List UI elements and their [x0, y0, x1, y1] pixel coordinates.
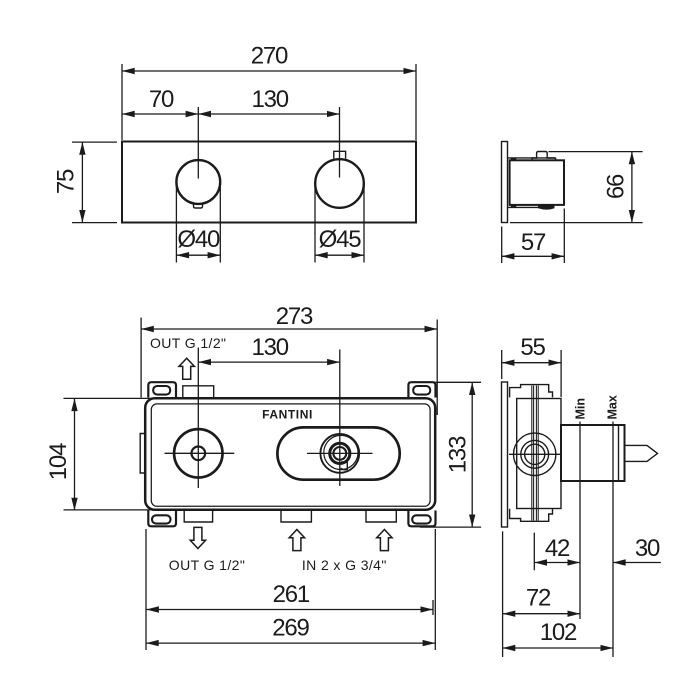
svg-text:133: 133 — [445, 436, 472, 473]
svg-text:273: 273 — [276, 303, 313, 330]
svg-text:270: 270 — [251, 43, 288, 70]
svg-text:Min: Min — [574, 398, 588, 420]
svg-text:Ø45: Ø45 — [319, 226, 362, 253]
svg-text:66: 66 — [603, 174, 630, 199]
svg-text:75: 75 — [53, 169, 80, 194]
svg-text:130: 130 — [251, 334, 288, 361]
svg-text:102: 102 — [540, 619, 577, 646]
svg-text:70: 70 — [149, 86, 174, 113]
svg-text:57: 57 — [521, 229, 546, 256]
svg-text:104: 104 — [45, 443, 72, 480]
svg-text:30: 30 — [635, 535, 660, 562]
svg-text:72: 72 — [526, 584, 551, 611]
svg-text:IN 2 x G 3/4": IN 2 x G 3/4" — [302, 557, 387, 573]
svg-text:130: 130 — [251, 86, 288, 113]
svg-text:OUT G 1/2": OUT G 1/2" — [150, 335, 226, 351]
svg-text:55: 55 — [520, 334, 545, 361]
svg-text:FANTINI: FANTINI — [262, 408, 313, 422]
svg-text:Ø40: Ø40 — [177, 226, 220, 253]
svg-text:OUT G 1/2": OUT G 1/2" — [169, 557, 245, 573]
svg-text:42: 42 — [545, 535, 570, 562]
svg-text:Max: Max — [606, 395, 620, 419]
svg-text:269: 269 — [272, 615, 309, 642]
svg-text:261: 261 — [273, 581, 310, 608]
